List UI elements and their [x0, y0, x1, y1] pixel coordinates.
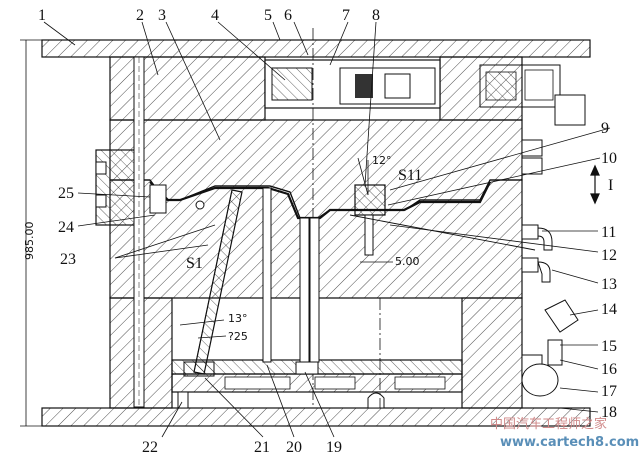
callout-2: 2 — [136, 7, 144, 24]
valve-gate-body — [485, 71, 517, 101]
callout-23: 23 — [60, 251, 76, 268]
callout-10: 10 — [601, 150, 617, 167]
small-slider-pin — [364, 214, 374, 256]
callout-24: 24 — [58, 219, 74, 236]
angle-lifter-text: 13° — [228, 312, 248, 325]
callout-11: 11 — [601, 224, 616, 241]
callout-13: 13 — [601, 276, 617, 293]
heater-element — [355, 74, 373, 98]
lifter-diameter-line — [197, 335, 227, 339]
height-dimension — [20, 39, 42, 427]
offset-text: 5.00 — [395, 255, 420, 268]
callout-20: 20 — [286, 439, 302, 456]
callout-5: 5 — [264, 7, 272, 24]
watermark-site: www.cartech8.com — [500, 435, 639, 450]
ejector-pin-19b — [309, 217, 320, 363]
leader-slope — [349, 214, 536, 251]
callout-17: 17 — [601, 383, 617, 400]
slider-insert — [149, 184, 167, 214]
direction-label: I — [608, 177, 613, 194]
lifter-base — [183, 361, 215, 377]
callout-19: 19 — [326, 439, 342, 456]
callout-7: 7 — [342, 7, 350, 24]
ejector-pin-19 — [299, 217, 310, 363]
height-dimension-text: 985.00 — [23, 222, 36, 261]
heater-element-2 — [384, 73, 411, 99]
callout-9: 9 — [601, 120, 609, 137]
ejector-gap-window-3 — [394, 376, 446, 390]
valve-gate-unit — [479, 64, 561, 108]
support-pillar — [177, 391, 189, 409]
s1-text: S1 — [186, 255, 203, 272]
callout-3: 3 — [158, 7, 166, 24]
spacer-block-right — [461, 297, 523, 409]
callout-6: 6 — [284, 7, 292, 24]
direction-arrow — [590, 164, 600, 205]
callout-16: 16 — [601, 361, 617, 378]
s11-text: S11 — [398, 167, 422, 184]
top-clamp-plate — [41, 39, 591, 58]
callout-18: 18 — [601, 404, 617, 421]
small-slider — [354, 184, 386, 216]
bottom-clamp-plate — [41, 407, 591, 427]
callout-15: 15 — [601, 338, 617, 355]
callout-22: 22 — [142, 439, 158, 456]
side-lock-block-nut — [95, 161, 107, 175]
angle-ref-line-2 — [357, 157, 369, 196]
callout-14: 14 — [601, 301, 617, 318]
ejector-gap-window-2 — [314, 376, 356, 390]
manifold-block-right — [339, 67, 436, 105]
angle-top-text: 12° — [372, 154, 392, 167]
cooling-fittings — [521, 94, 586, 397]
callout-21: 21 — [254, 439, 270, 456]
lifter-diameter-text: ?25 — [228, 330, 248, 343]
callout-25: 25 — [58, 185, 74, 202]
return-pin-head — [295, 361, 319, 375]
side-lock-block — [95, 149, 137, 226]
ejector-gap-window — [224, 376, 291, 390]
sprue-locating — [367, 392, 385, 409]
part-contour — [149, 181, 491, 220]
angle-lifter-line — [179, 319, 225, 326]
ejector-pin-20 — [262, 187, 272, 363]
valve-gate-piston — [524, 69, 554, 101]
leader-lines — [43, 21, 611, 438]
callout-8: 8 — [372, 7, 380, 24]
cooling-hole — [195, 200, 205, 210]
manifold-block-left — [271, 67, 313, 101]
callout-12: 12 — [601, 247, 617, 264]
callout-4: 4 — [211, 7, 219, 24]
side-lock-block-nut-2 — [95, 194, 107, 208]
cavity-plate — [109, 56, 266, 121]
callout-1: 1 — [38, 7, 46, 24]
watermark-cn: 中国汽车工程师之家 — [490, 416, 607, 432]
